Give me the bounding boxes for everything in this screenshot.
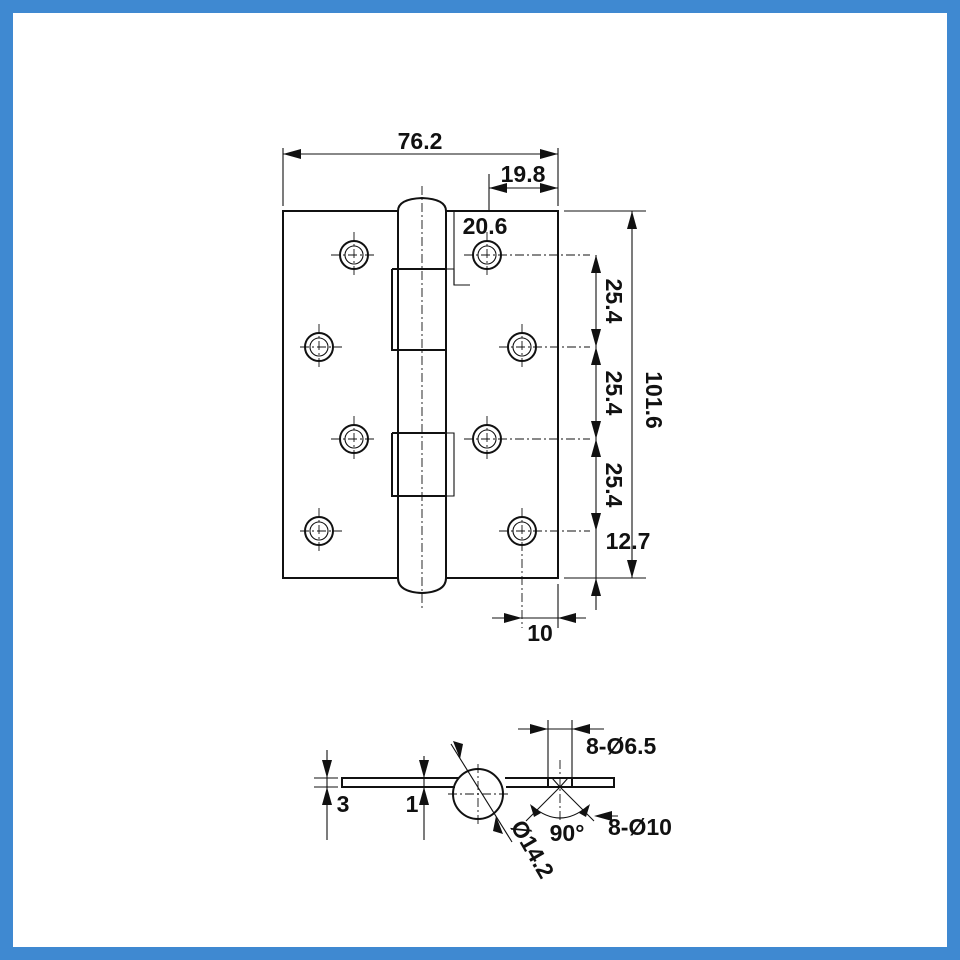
screw-hole <box>464 232 590 278</box>
hinge-section-view: Ø14.2 <box>341 741 615 883</box>
right-leaf-outline <box>446 210 559 579</box>
dim-hole-spacing-2: 25.4 <box>601 371 627 416</box>
screw-hole <box>300 324 342 370</box>
hinge-front-view <box>282 186 590 628</box>
dim-overall-width: 76.2 <box>398 128 443 154</box>
screw-holes <box>300 232 590 628</box>
screw-hole <box>464 416 590 462</box>
dim-hole-spacing-1: 25.4 <box>601 279 627 324</box>
dim-leaf-thickness: 1 <box>406 791 419 817</box>
knuckle-barrel <box>391 186 455 608</box>
left-leaf-outline <box>282 210 398 579</box>
dim-hole-spacing-3: 25.4 <box>601 463 627 508</box>
screw-hole <box>499 508 590 628</box>
screw-hole <box>331 232 377 278</box>
section-view-dimensions: 3 1 8-Ø6.5 8-Ø10 90° <box>314 720 672 846</box>
dim-edge-distance-vertical: 12.7 <box>606 528 651 554</box>
dim-overall-height: 101.6 <box>641 371 667 429</box>
dim-countersink-angle: 90° <box>550 820 585 846</box>
dim-hole-offset: 20.6 <box>463 213 508 239</box>
dim-pin-offset: 19.8 <box>501 161 546 187</box>
screw-hole <box>300 508 342 554</box>
screw-hole <box>499 324 590 370</box>
dim-open-thickness: 3 <box>337 791 350 817</box>
dim-hole-diameter: 8-Ø6.5 <box>586 733 657 759</box>
dim-countersink-diameter: 8-Ø10 <box>608 814 672 840</box>
screw-hole <box>331 416 377 462</box>
dim-edge-distance-horizontal: 10 <box>527 620 553 646</box>
front-view-dimensions: 76.2 19.8 20.6 101.6 25.4 25.4 25.4 12.7 <box>282 128 667 646</box>
section-left-leaf <box>341 777 459 788</box>
